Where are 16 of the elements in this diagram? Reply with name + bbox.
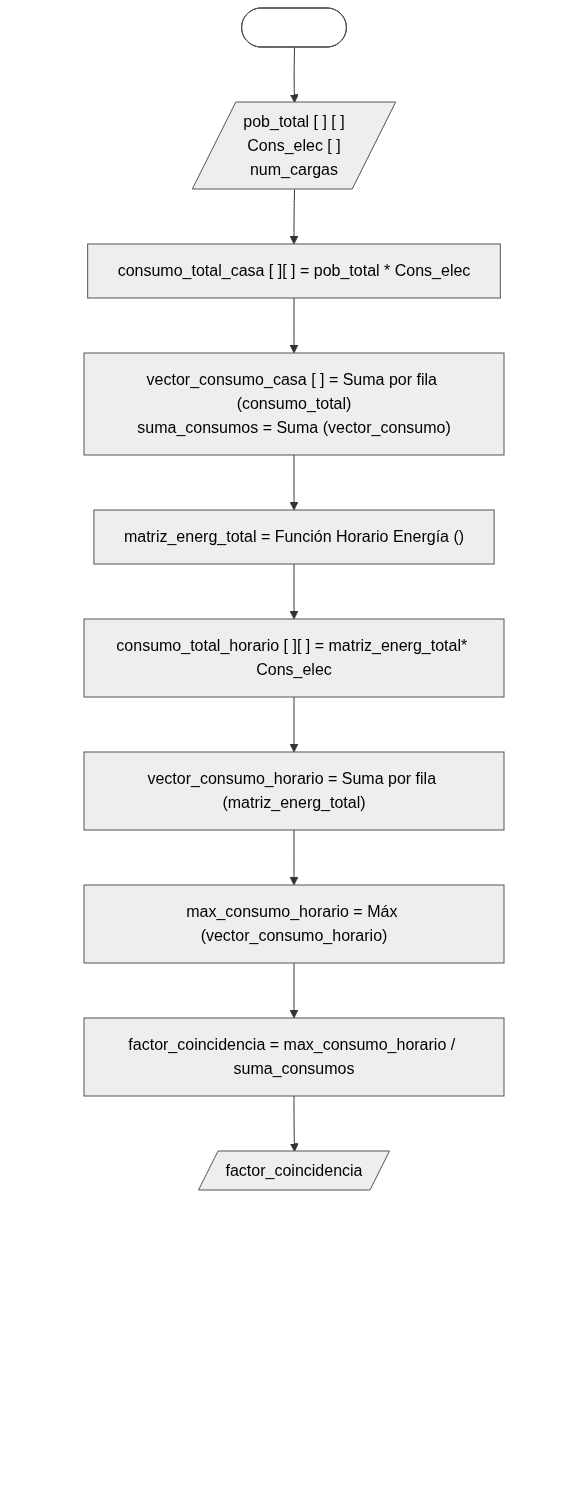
node-box: consumo_total_casa [ ][ ] = pob_total * Cons_elec <box>87 243 501 299</box>
arrow <box>289 696 299 753</box>
node-box: matriz_energ_total = Función Horario Energía () <box>93 509 495 565</box>
arrow <box>289 829 299 886</box>
arrow <box>289 962 299 1019</box>
arrow <box>289 47 299 103</box>
node-box: consumo_total_horario [ ][ ] = matriz_energ_total* Cons_elec <box>83 618 505 698</box>
arrow <box>289 1095 299 1152</box>
node-box: factor_coincidencia = max_consumo_horario / suma_consumos <box>83 1017 505 1097</box>
node-box: vector_consumo_casa [ ] = Suma por fila (consumo_total) suma_consumos = Suma (vector_consumo) <box>83 352 505 456</box>
node-box: max_consumo_horario = Máx (vector_consumo_horario) <box>83 884 505 964</box>
arrow <box>289 563 299 620</box>
node-box: vector_consumo_horario = Suma por fila (matriz_energ_total) <box>83 751 505 831</box>
arrow <box>289 189 299 245</box>
arrow <box>289 297 299 354</box>
arrow <box>289 454 299 511</box>
